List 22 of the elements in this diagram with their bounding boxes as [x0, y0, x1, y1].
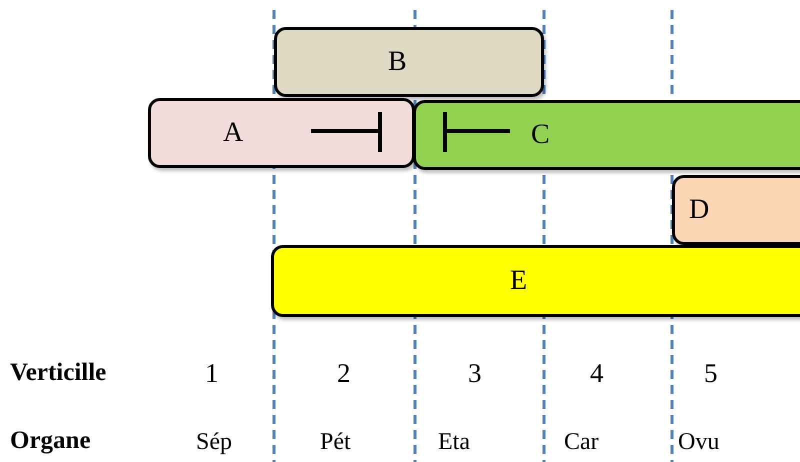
row-value: Ovu: [678, 430, 720, 454]
gene-bar: [271, 245, 800, 317]
row-value: Eta: [438, 430, 470, 454]
gene-label: A: [223, 119, 244, 147]
gene-bar: [148, 98, 415, 168]
row-value: 1: [205, 360, 218, 387]
row-value: 2: [337, 360, 350, 387]
row-heading: Organe: [10, 428, 91, 453]
row-value: 3: [468, 360, 482, 387]
gene-label: C: [531, 121, 550, 149]
row-value: Sép: [196, 430, 232, 454]
gene-bar: [274, 27, 544, 97]
row-value: Pét: [320, 430, 351, 454]
row-value: Car: [564, 430, 599, 454]
gene-bar: [413, 100, 800, 170]
gene-bar: [672, 175, 800, 245]
row-value: 4: [590, 360, 604, 387]
gene-label: B: [388, 48, 407, 76]
row-value: 5: [704, 360, 718, 387]
gene-label: E: [510, 267, 528, 295]
row-heading: Verticille: [10, 360, 106, 385]
gene-label: D: [689, 196, 710, 224]
